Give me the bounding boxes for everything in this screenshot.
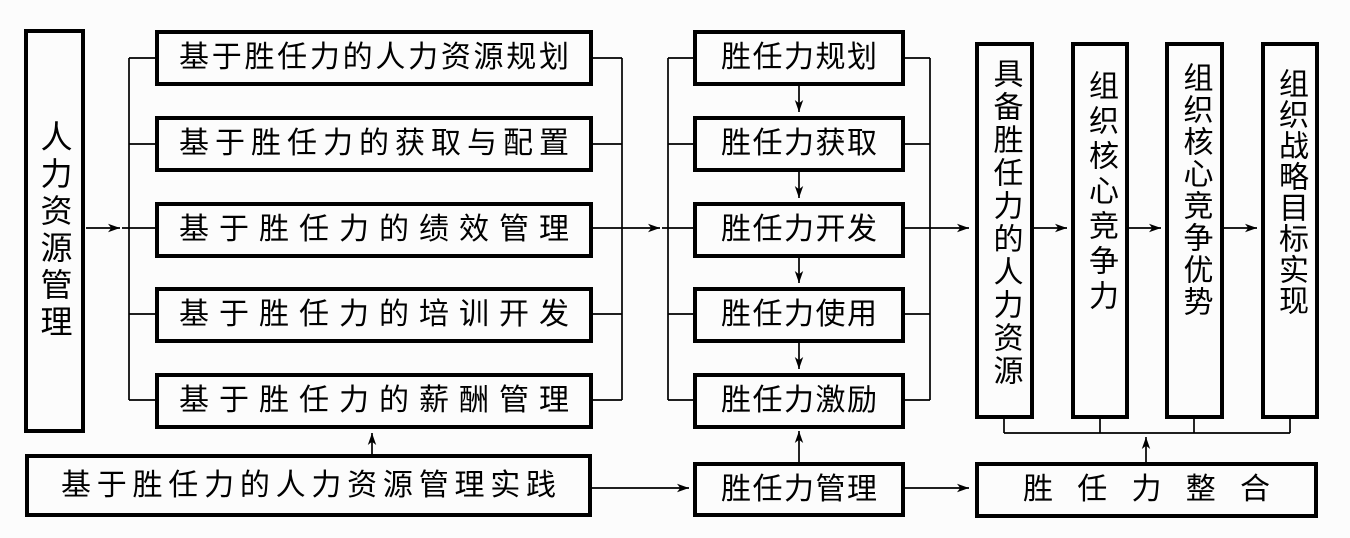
box-competency-management: 胜任力管理 (693, 462, 905, 517)
box-competency-performance-management: 基于胜任力的绩效管理 (155, 202, 593, 258)
box-competency-planning: 胜任力规划 (693, 30, 905, 86)
box-label: 基于胜任力的培训开发 (179, 298, 569, 331)
box-label: 胜任力整合 (1023, 473, 1270, 506)
box-label: 胜任力开发 (721, 213, 877, 246)
box-label: 组织核心竞争优势 (1178, 62, 1212, 318)
box-label: 胜任力获取 (721, 127, 877, 160)
box-label: 胜任力激励 (721, 384, 877, 417)
box-competency-hr-planning: 基于胜任力的人力资源规划 (155, 30, 593, 86)
box-org-strategic-goal-achievement: 组织战略目标实现 (1261, 42, 1319, 419)
box-label: 基于胜任力的绩效管理 (179, 213, 569, 246)
box-label: 组织核心竞争力 (1084, 70, 1117, 315)
box-competency-utilization: 胜任力使用 (693, 287, 905, 343)
box-competent-human-resources: 具备胜任力的人力资源 (975, 42, 1034, 419)
box-competency-integration: 胜任力整合 (975, 462, 1318, 518)
box-label: 基于胜任力的人力资源管理实践 (61, 468, 556, 502)
box-competency-motivation: 胜任力激励 (693, 373, 905, 429)
box-label: 人力资源管理 (36, 120, 73, 342)
box-label: 胜任力使用 (721, 298, 877, 331)
box-label: 基于胜任力的获取与配置 (179, 127, 569, 160)
box-competency-development: 胜任力开发 (693, 202, 905, 258)
box-org-core-competitive-advantage: 组织核心竞争优势 (1165, 42, 1224, 419)
box-competency-acquisition: 胜任力获取 (693, 116, 905, 172)
box-label: 胜任力管理 (721, 472, 877, 506)
box-label: 组织战略目标实现 (1274, 68, 1307, 316)
box-competency-training-development: 基于胜任力的培训开发 (155, 287, 593, 343)
box-label: 基于胜任力的薪酬管理 (179, 384, 569, 417)
box-label: 基于胜任力的人力资源规划 (179, 41, 569, 74)
box-competency-compensation-management: 基于胜任力的薪酬管理 (155, 373, 593, 429)
box-human-resource-management: 人力资源管理 (24, 29, 85, 433)
box-label: 具备胜任力的人力资源 (988, 58, 1022, 388)
box-label: 胜任力规划 (721, 41, 877, 74)
box-org-core-competitiveness: 组织核心竞争力 (1071, 42, 1129, 419)
box-competency-hrm-practice: 基于胜任力的人力资源管理实践 (25, 454, 592, 517)
box-competency-acquisition-allocation: 基于胜任力的获取与配置 (155, 116, 593, 172)
